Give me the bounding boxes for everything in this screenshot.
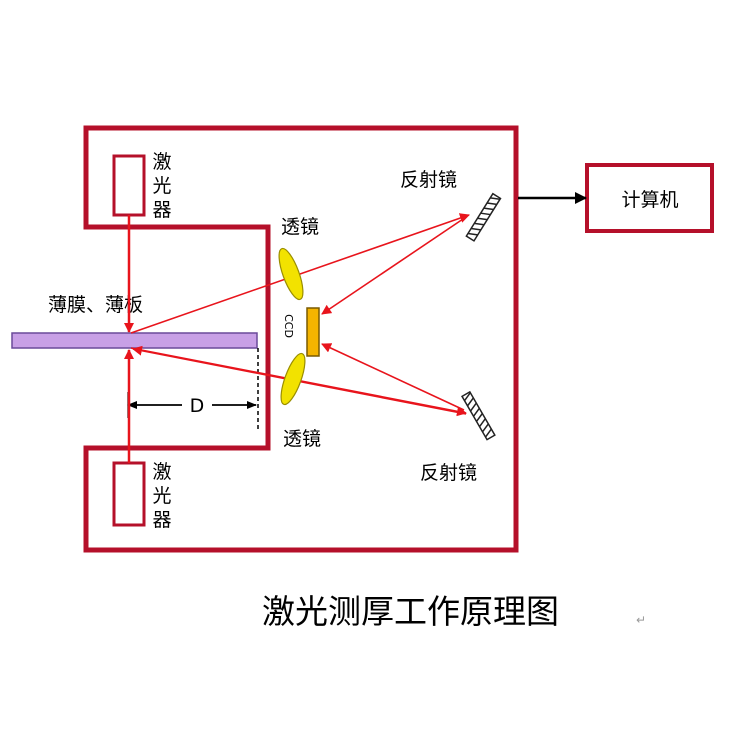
- film-label: 薄膜、薄板: [48, 294, 143, 316]
- laser-bottom-label-2: 光: [152, 485, 171, 507]
- lens-bottom: [280, 352, 306, 406]
- paragraph-mark: ↵: [636, 613, 646, 627]
- mirror-bottom: [461, 390, 496, 441]
- lens-bottom-label: 透镜: [283, 428, 321, 450]
- lens-top-label: 透镜: [281, 216, 319, 238]
- computer-label: 计算机: [621, 189, 678, 211]
- housing-frame: [83, 125, 519, 553]
- laser-top-label-1: 激: [152, 151, 171, 173]
- mirror-top: [465, 192, 502, 242]
- diagram-caption: 激光测厚工作原理图: [262, 592, 559, 631]
- mirror-top-label: 反射镜: [400, 169, 457, 191]
- laser-top-label-2: 光: [152, 175, 171, 197]
- ccd-label: CCD: [282, 314, 295, 338]
- laser-bottom: [112, 461, 146, 527]
- distance-label: D: [190, 395, 205, 417]
- ccd-sensor: [306, 307, 320, 357]
- laser-top-label-3: 器: [152, 199, 171, 221]
- lens-top: [278, 247, 304, 301]
- laser-top: [112, 154, 146, 217]
- beam-bottom-mirror-to-ccd: [321, 343, 465, 411]
- mirror-bottom-label: 反射镜: [420, 462, 477, 484]
- laser-bottom-label-3: 器: [152, 509, 171, 531]
- beam-top-mirror-to-ccd: [321, 216, 467, 315]
- computer-box: [585, 163, 714, 233]
- film-plate: [11, 332, 258, 349]
- laser-bottom-label-1: 激: [152, 461, 171, 483]
